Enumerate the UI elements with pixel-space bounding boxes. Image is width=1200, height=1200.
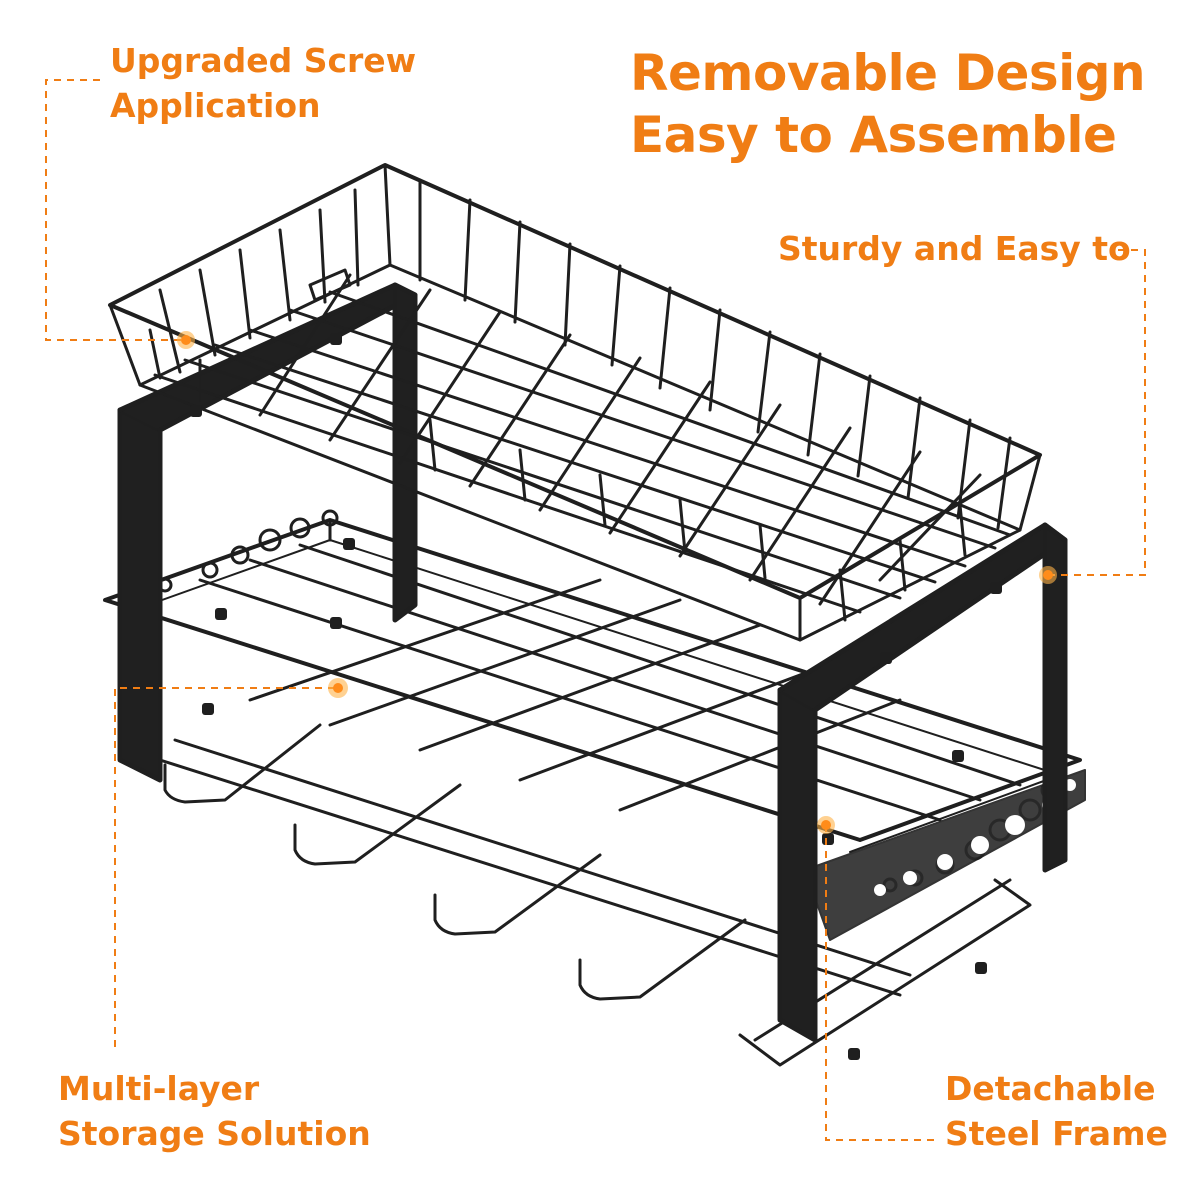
callout-frame-line-1: Detachable — [945, 1069, 1156, 1108]
callout-multi-line-1: Multi-layer — [58, 1069, 260, 1108]
steel-side-frames — [117, 282, 1068, 1043]
callout-upgraded-screw: Upgraded Screw Application — [110, 38, 416, 128]
callout-frame-line-2: Steel Frame — [945, 1114, 1168, 1153]
callout-screw-line-2: Application — [110, 86, 321, 125]
headline: Removable Design Easy to Assemble — [630, 42, 1146, 166]
callout-multi-line-2: Storage Solution — [58, 1114, 371, 1153]
headline-line-2: Easy to Assemble — [630, 106, 1117, 164]
headline-line-1: Removable Design — [630, 44, 1146, 102]
callout-screw-line-1: Upgraded Screw — [110, 41, 417, 80]
callout-sturdy: Sturdy and Easy to — [778, 226, 1131, 271]
screw-heads — [190, 333, 1002, 1060]
highlight-dots — [177, 331, 1057, 834]
leader-screw — [45, 79, 186, 341]
callout-leader-lines — [45, 79, 1146, 1141]
callout-detachable-frame: Detachable Steel Frame — [945, 1066, 1168, 1156]
top-wire-basket — [108, 163, 1042, 642]
leader-frame — [825, 825, 935, 1141]
leader-multilayer — [114, 687, 335, 1050]
callout-multi-layer: Multi-layer Storage Solution — [58, 1066, 371, 1156]
callout-sturdy-line-1: Sturdy and Easy to — [778, 229, 1131, 268]
leader-sturdy — [1050, 249, 1146, 576]
lower-tier-rack — [103, 518, 1082, 1067]
